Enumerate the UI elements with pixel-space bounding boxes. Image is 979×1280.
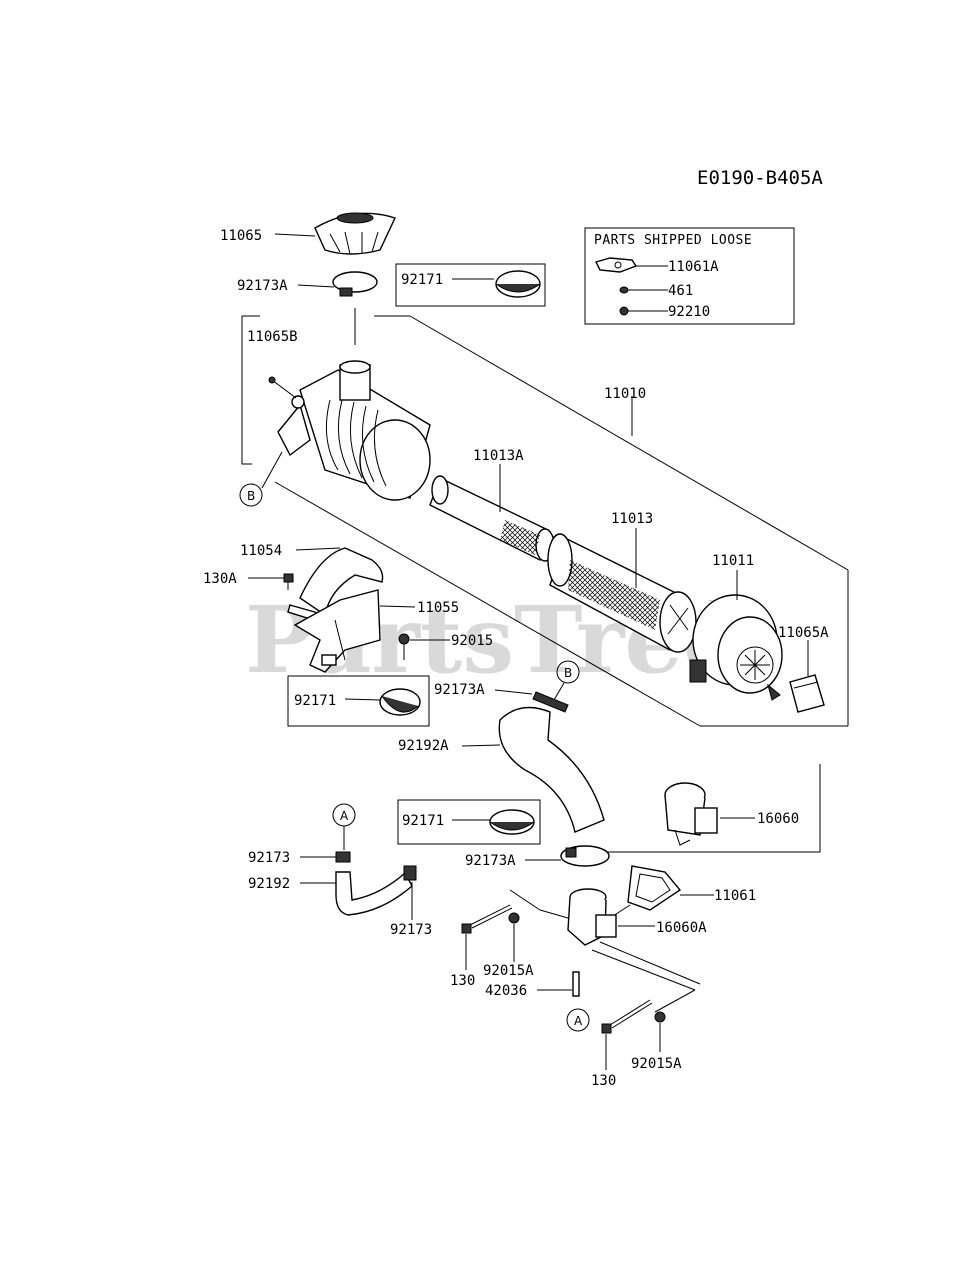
pre-cleaner-16060 [664,782,718,846]
ref-marker-a-lower [566,1008,590,1032]
ref-marker-b-lower [556,660,580,684]
callout-130-upper[interactable]: 130 [450,973,475,989]
ref-marker-b-lower-label: B [564,666,572,680]
ref-marker-b-upper [239,483,263,507]
callout-16060[interactable]: 16060 [757,811,799,827]
outer-filter-11013 [547,533,697,653]
callout-11061[interactable]: 11061 [714,888,756,904]
callout-92210-loose[interactable]: 92210 [668,304,710,320]
callout-130a[interactable]: 130A [203,571,237,587]
bolt-130-lower [601,999,653,1034]
callout-92173-upper[interactable]: 92173 [248,850,290,866]
parts-shipped-loose-title: PARTS SHIPPED LOOSE [594,233,752,248]
assembly-bracket-11010 [241,315,849,727]
ref-marker-a-upper-label: A [340,809,349,823]
callout-92173a-mid[interactable]: 92173A [434,682,485,698]
callout-11054[interactable]: 11054 [240,543,282,559]
hose-92192 [335,865,417,916]
ref-marker-b-upper-label: B [247,489,255,503]
callout-11065a[interactable]: 11065A [778,625,829,641]
box-92171-top [395,263,546,307]
nut-92015a-lower [654,1011,666,1023]
parts-shipped-loose-box: PARTS SHIPPED LOOSE 11061A 461 92210 [584,227,795,325]
callout-92173-lower[interactable]: 92173 [390,922,432,938]
ref-marker-a-lower-label: A [574,1014,583,1028]
cover-11011 [689,594,783,701]
valve-11065a [789,674,825,713]
box-92171-low [397,799,541,845]
callout-11055[interactable]: 11055 [417,600,459,616]
bolt-130-upper [461,904,513,934]
air-cleaner-body [268,360,431,501]
clamp-92173a-top [332,271,378,297]
callout-11061a-loose[interactable]: 11061A [668,259,719,275]
callout-461-loose[interactable]: 461 [668,283,693,299]
nut-92210 [619,306,629,316]
callout-130-lower[interactable]: 130 [591,1073,616,1089]
bracket-11055 [293,589,381,673]
inner-filter-11013a [429,475,555,562]
callout-11013a[interactable]: 11013A [473,448,524,464]
diagram-code: E0190-B405A [697,167,823,189]
callout-11065[interactable]: 11065 [220,228,262,244]
pin-42036 [572,971,580,997]
callout-42036[interactable]: 42036 [485,983,527,999]
callout-92173a-low[interactable]: 92173A [465,853,516,869]
callout-92171-low[interactable]: 92171 [402,813,444,829]
cap-11065 [314,212,396,255]
callout-11065b[interactable]: 11065B [247,329,298,345]
callout-92171-top[interactable]: 92171 [401,272,443,288]
nut-92015a-upper [508,912,520,924]
nut-92015 [398,633,410,645]
callout-11013[interactable]: 11013 [611,511,653,527]
gasket-11061 [627,865,682,911]
clamp-92173-lower [403,865,417,881]
callout-92192[interactable]: 92192 [248,876,290,892]
callout-92015a-lower[interactable]: 92015A [631,1056,682,1072]
callout-92173a-top[interactable]: 92173A [237,278,288,294]
callout-92015a-upper[interactable]: 92015A [483,963,534,979]
inlet-16060a [567,888,617,946]
clamp-92173-upper [335,851,351,863]
washer-461 [619,286,629,294]
callout-11010[interactable]: 11010 [604,386,646,402]
callout-92015[interactable]: 92015 [451,633,493,649]
callout-11011[interactable]: 11011 [712,553,754,569]
callout-16060a[interactable]: 16060A [656,920,707,936]
clamp-92173a-mid [532,691,569,713]
callout-92171-mid[interactable]: 92171 [294,693,336,709]
gasket-11061a [594,257,638,273]
box-92171-mid [287,675,430,727]
hose-92192a [498,706,605,833]
clamp-92173a-low [560,845,610,867]
callout-92192a[interactable]: 92192A [398,738,449,754]
